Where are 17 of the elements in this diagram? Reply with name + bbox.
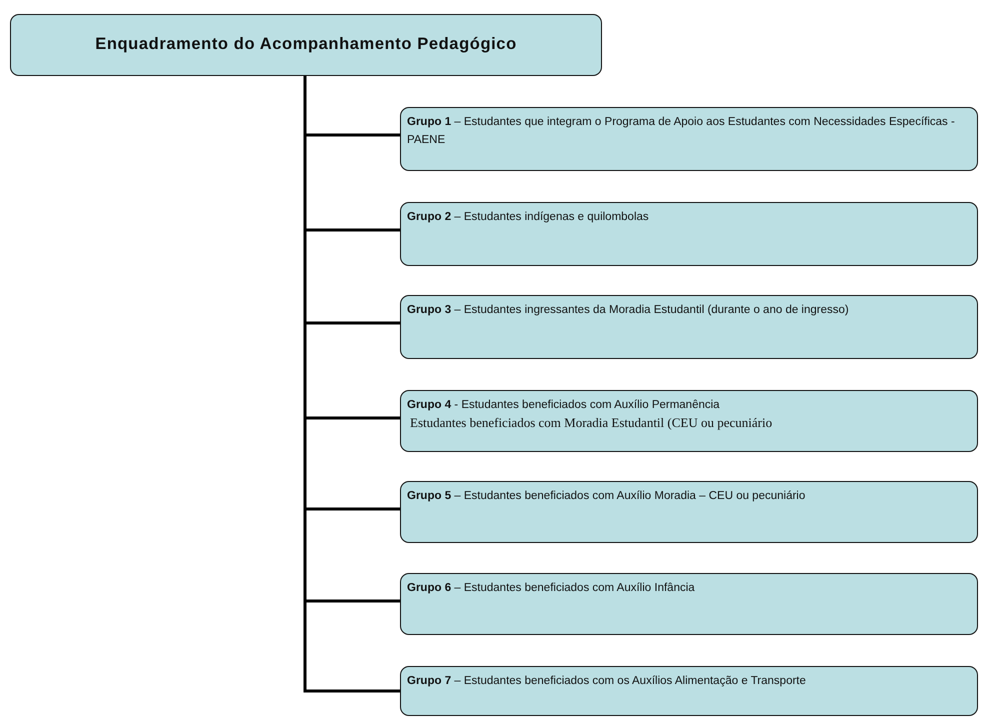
box-text: Grupo 1 – Estudantes que integram o Programa de Apoio aos Estudantes com Necessidades Específicas - PAENE (407, 115, 956, 148)
box-text: Grupo 3 – Estudantes ingressantes da Moradia Estudantil (durante o ano de ingresso) (407, 303, 850, 318)
group-box (400, 390, 978, 452)
group-box (400, 573, 978, 635)
box-text: Grupo 4 - Estudantes beneficiados com Auxílio Permanência (407, 398, 721, 413)
group-box (400, 202, 978, 266)
box-title: Enquadramento do Acompanhamento Pedagógico (95, 34, 517, 56)
group-box (400, 481, 978, 543)
group-box (400, 107, 978, 171)
group-box (400, 666, 978, 716)
box-text: Grupo 6 – Estudantes beneficiados com Auxílio Infância (407, 581, 696, 596)
box-text: Grupo 2 – Estudantes indígenas e quilombolas (407, 210, 650, 225)
group-box (400, 295, 978, 359)
box-text: Grupo 5 – Estudantes beneficiados com Auxílio Moradia – CEU ou pecuniário (407, 489, 806, 504)
box-text: Grupo 7 – Estudantes beneficiados com os Auxílios Alimentação e Transporte (407, 674, 807, 689)
box-text: Estudantes beneficiados com Moradia Estudantil (CEU ou pecuniário (409, 414, 774, 432)
title-box (10, 14, 602, 76)
